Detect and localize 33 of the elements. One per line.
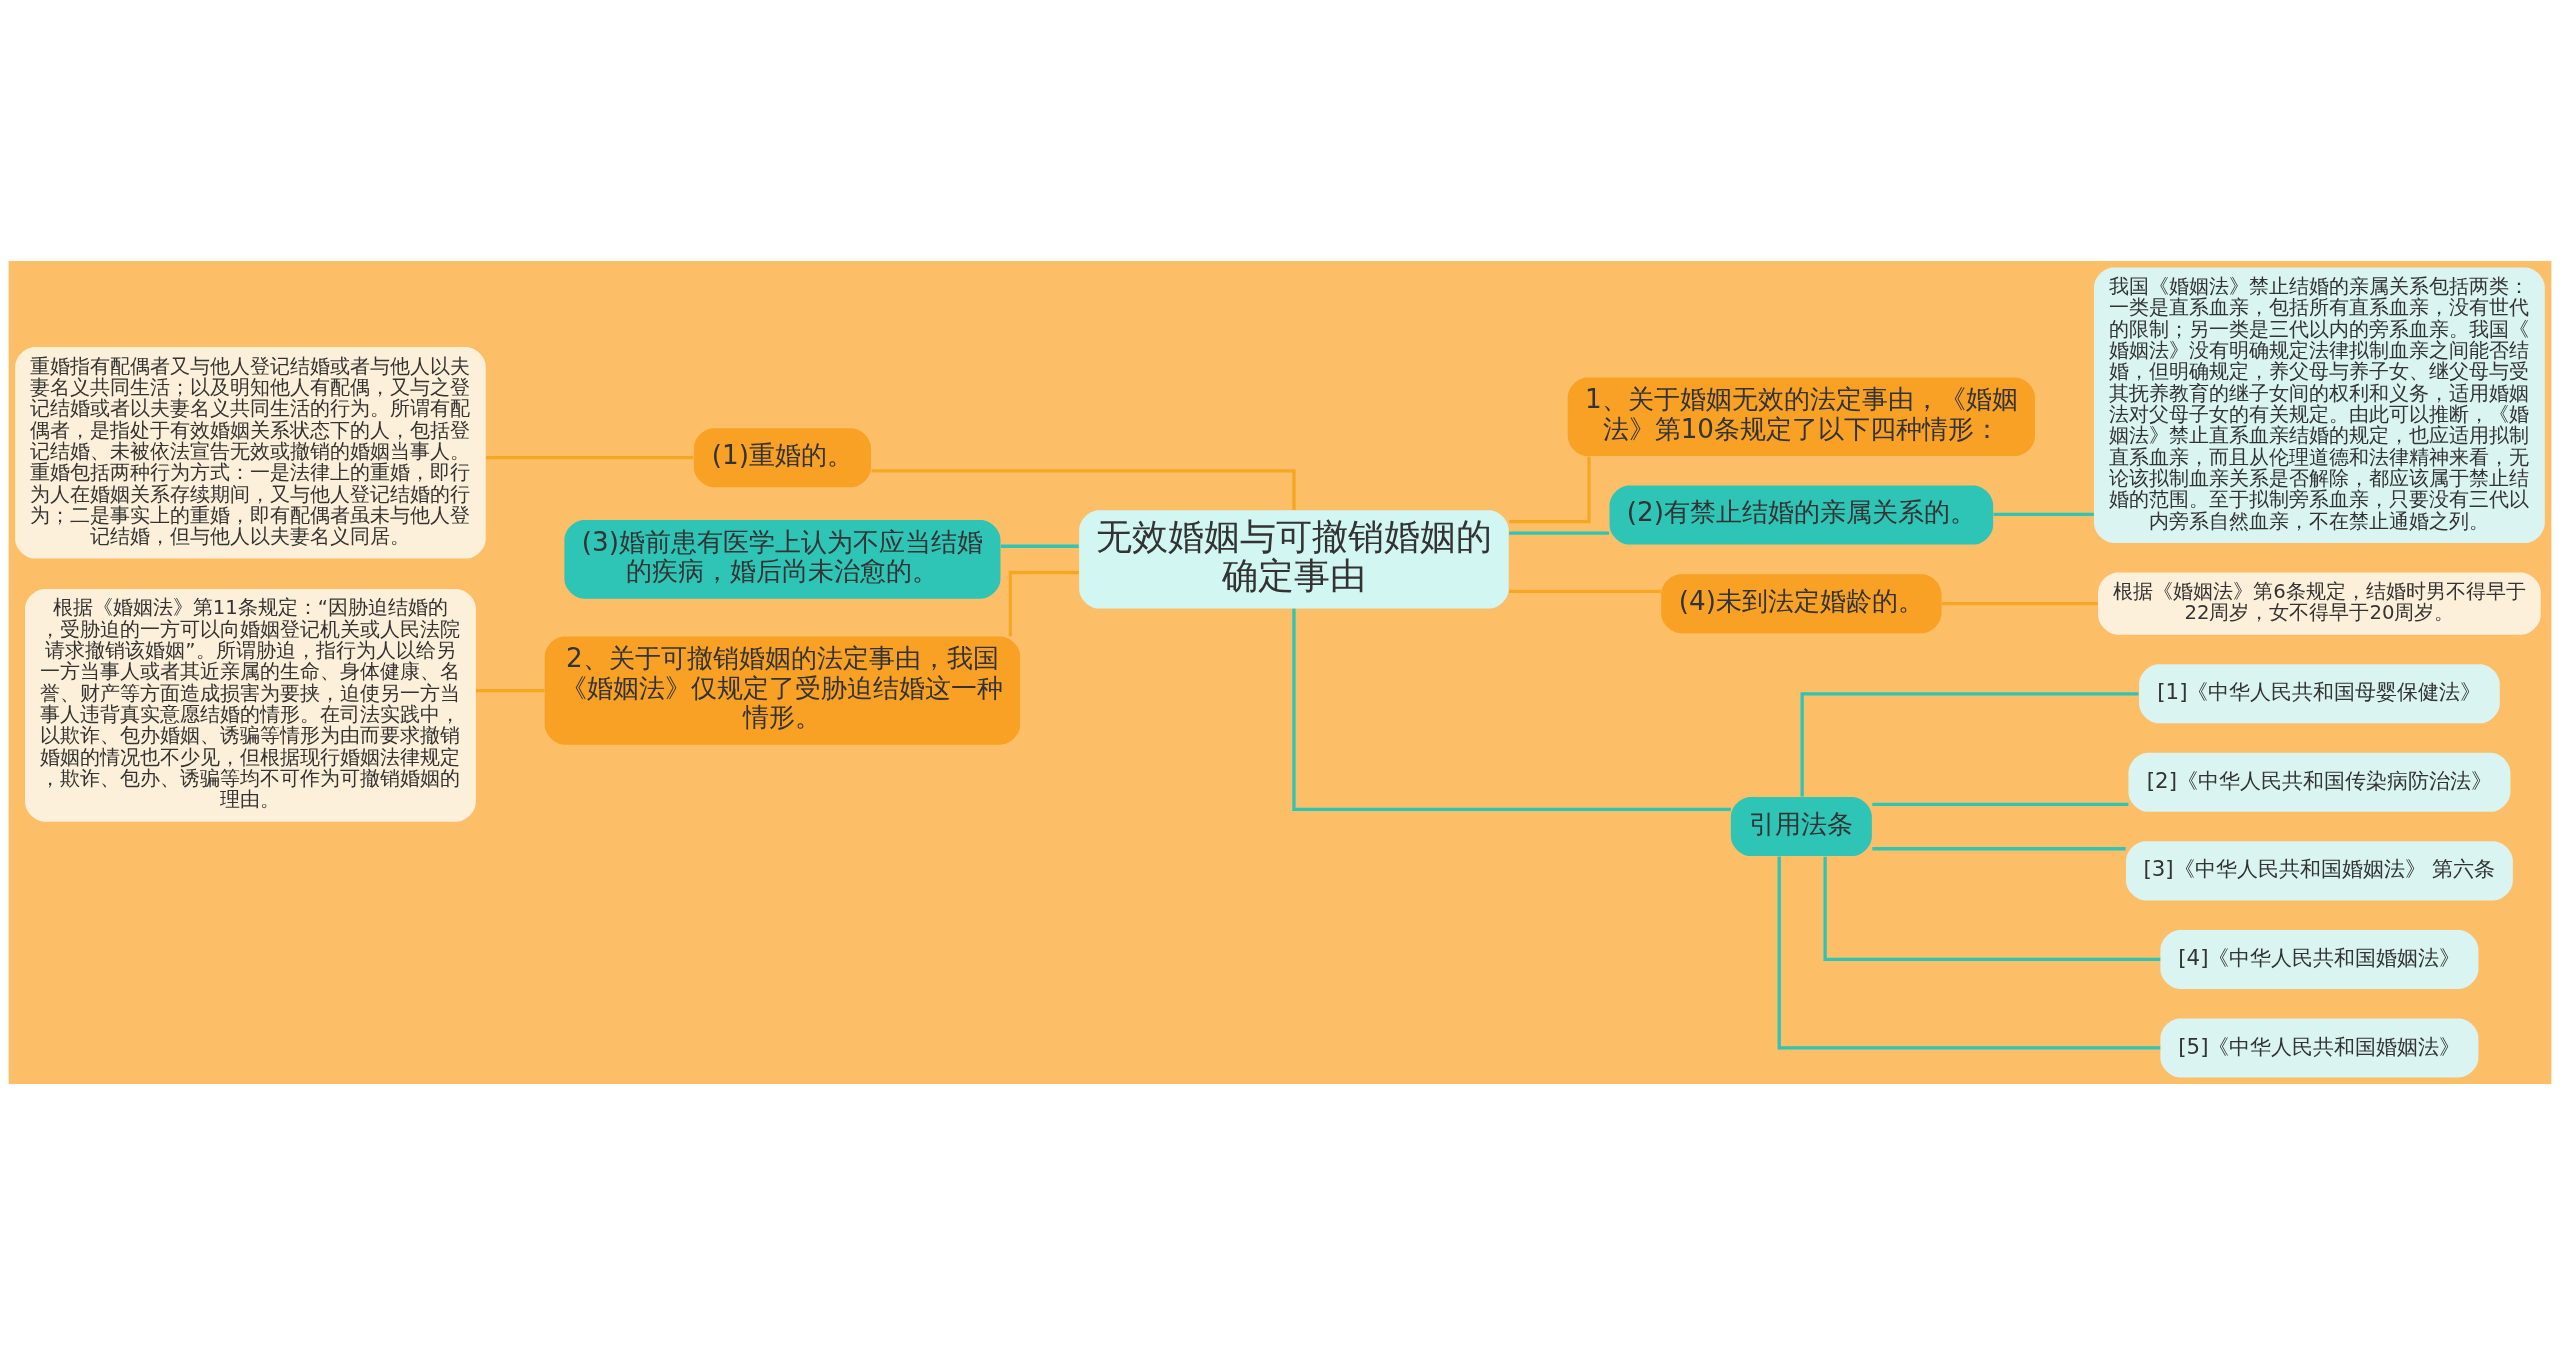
connector [1292, 608, 1731, 812]
connector [1509, 531, 1610, 535]
node-box: [4]《中华人民共和国婚姻法》 [2160, 929, 2479, 989]
node-box: [2]《中华人民共和国传染病防治法》 [2128, 752, 2511, 812]
connector [486, 456, 694, 460]
connector [1823, 856, 2161, 962]
node-box: (1)重婚的。 [693, 428, 871, 488]
connector [1777, 856, 2161, 1050]
node-box: (3)婚前患有医学上认为不应当结婚的疾病，婚后尚未治愈的。 [564, 520, 1001, 599]
connector [1941, 602, 2098, 606]
node-box: 根据《婚姻法》第6条规定，结婚时男不得早于22周岁，女不得早于20周岁。 [2098, 572, 2541, 635]
node-box: 无效婚姻与可撤销婚姻的确定事由 [1079, 510, 1509, 609]
connector [1509, 589, 1661, 593]
node-box: [1]《中华人民共和国母婴保健法》 [2139, 664, 2500, 724]
connector [1008, 570, 1079, 637]
node-box: [3]《中华人民共和国婚姻法》 第六条 [2125, 841, 2513, 901]
node-box: 1、关于婚姻无效的法定事由，《婚姻法》第10条规定了以下四种情形： [1567, 377, 2035, 457]
node-box: 重婚指有配偶者又与他人登记结婚或者与他人以夫妻名义共同生活；以及明知他人有配偶，又与之登记结婚或者以夫妻名义共同生活的行为。所谓有配偶者，是指处于有效婚姻关系状态下的人，包括登记结婚、未被依法宣告无效或撤销的婚姻当事人。重婚包括两种行为方式：一是法律上的重婚，即行为人在婚姻关系存续期间，又与他人登记结婚的行为；二是事实上的重婚，即有配偶者虽未与他人登记结婚，但与他人以夫妻名义同居。 [15, 347, 486, 559]
connector [1509, 456, 1591, 524]
connector [1872, 802, 2129, 807]
node-box: 引用法条 [1730, 797, 1872, 857]
connector [1993, 512, 2094, 516]
node-box: [5]《中华人民共和国婚姻法》 [2160, 1018, 2479, 1078]
node-box: 我国《婚姻法》禁止结婚的亲属关系包括两类：一类是直系血亲，包括所有直系血亲，没有世代的限制；另一类是三代以内的旁系血亲。我国《婚姻法》没有明确规定法律拟制血亲之间能否结婚，但明确规定，养父母与养子女、继父母与受其抚养教育的继子女间的权利和义务，适用婚姻法对父母子女的有关规定。由此可以推断，《婚姻法》禁止直系血亲结婚的规定，也应适用拟制直系血亲，而且从伦理道德和法律精神来看，无论该拟制血亲关系是否解除，都应该属于禁止结婚的范围。至于拟制旁系血亲，只要没有三代以内旁系自然血亲，不在禁止通婚之列。 [2094, 267, 2545, 543]
connector [1000, 544, 1079, 548]
connector [476, 688, 545, 693]
connector [871, 469, 1296, 510]
connector [1872, 847, 2126, 851]
node-box: 2、关于可撤销婚姻的法定事由，我国《婚姻法》仅规定了受胁迫结婚这一种情形。 [544, 636, 1021, 745]
connector [1800, 692, 2139, 797]
node-box: (2)有禁止结婚的亲属关系的。 [1609, 485, 1994, 545]
node-box: 根据《婚姻法》第11条规定：“因胁迫结婚的，受胁迫的一方可以向婚姻登记机关或人民法院请求撤销该婚姻”。所谓胁迫，指行为人以给另一方当事人或者其近亲属的生命、身体健康、名誉、财产等方面造成损害为要挟，迫使另一方当事人违背真实意愿结婚的情形。在司法实践中，以欺诈、包办婚姻、诱骗等情形为由而要求撤销婚姻的情况也不少见，但根据现行婚姻法律规定，欺诈、包办、诱骗等均不可作为可撤销婚姻的理由。 [25, 588, 476, 822]
node-box: (4)未到法定婚龄的。 [1661, 574, 1942, 634]
